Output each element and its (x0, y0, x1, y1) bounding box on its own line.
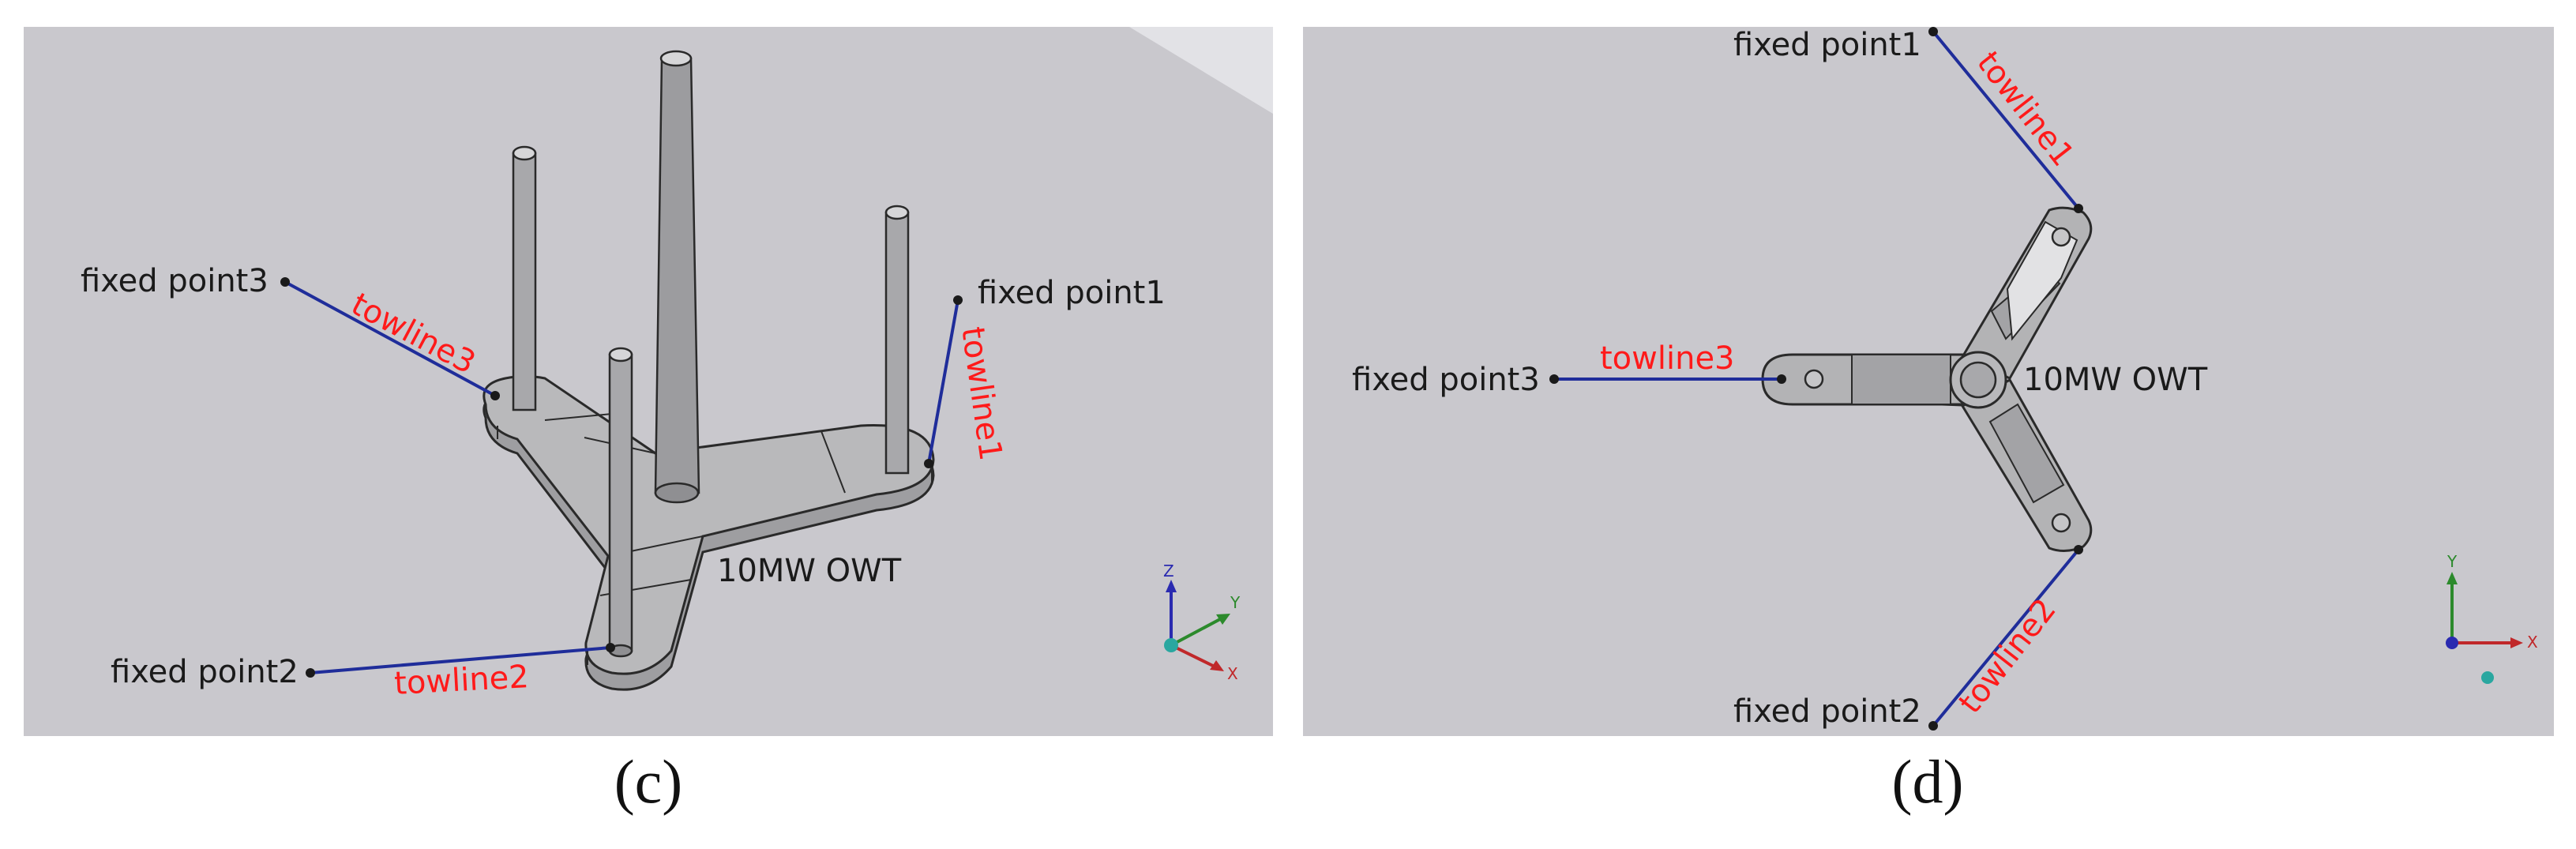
fixed-point-1-label: fixed point1 (1733, 27, 1921, 63)
column-3-top (512, 145, 537, 161)
column-1 (884, 211, 910, 475)
panel-c-viewport: fixed point1 fixed point2 fixed point3 t… (24, 27, 1273, 736)
fairlead-3-marker (1777, 374, 1786, 384)
fixed-point-2-marker (1928, 721, 1938, 731)
fixed-point-3-marker (280, 277, 290, 287)
fixed-point-1-marker (953, 295, 963, 305)
towline-1-line (927, 299, 959, 464)
axis-x-label: X (2527, 633, 2538, 652)
structure-label: 10MW OWT (2023, 362, 2208, 398)
central-tower-top (659, 50, 693, 67)
panel-d: fixed point1 fixed point2 fixed point3 t… (1303, 27, 2554, 736)
viewport-corner-plane (1129, 27, 1273, 114)
panel-c: fixed point1 fixed point2 fixed point3 t… (24, 27, 1273, 736)
towline-2-line (1932, 548, 2080, 727)
towline-2-label: towline2 (393, 659, 530, 702)
columns (512, 50, 910, 658)
fixed-point-1-label: fixed point1 (978, 275, 1166, 311)
axis-y-label: Y (1230, 593, 1241, 612)
axis-y-label: Y (2446, 552, 2458, 571)
fixed-point-2-marker (306, 668, 315, 678)
point-markers (1549, 27, 2083, 731)
towline-1-line (1932, 30, 2080, 210)
fixed-point-2-label: fixed point2 (1733, 693, 1921, 730)
axis-triad: Y X (2446, 552, 2538, 684)
central-tower (654, 57, 700, 494)
fixed-point-3-marker (1549, 374, 1559, 384)
column-2 (608, 353, 633, 652)
axis-triad: Z Y X (1163, 562, 1241, 683)
fairlead-1-marker (2074, 204, 2083, 213)
fixed-point-3-label: fixed point3 (1352, 362, 1540, 398)
towline-3-label: towline3 (1600, 340, 1735, 377)
structure-label: 10MW OWT (717, 553, 902, 589)
fairlead-2-marker (606, 643, 615, 652)
axis-x-label: X (1227, 664, 1238, 683)
towline-2-line (310, 646, 611, 674)
fixed-point-1-marker (1928, 27, 1938, 36)
column-3 (512, 152, 537, 411)
column-2-top (608, 347, 633, 363)
panel-d-viewport: fixed point1 fixed point2 fixed point3 t… (1303, 27, 2554, 736)
caption-c: (c) (614, 747, 683, 816)
fixed-point-2-label: fixed point2 (111, 654, 299, 690)
floating-foundation-top (1761, 206, 2093, 552)
towline-3-line (284, 280, 496, 397)
fairlead-2-marker (2074, 545, 2083, 554)
fairlead-3-marker (490, 391, 500, 400)
point-markers (280, 277, 963, 678)
fairlead-1-marker (924, 459, 933, 468)
column-1-top (884, 205, 910, 220)
fixed-point-3-label: fixed point3 (81, 263, 268, 299)
axis-z-label: Z (1163, 562, 1174, 580)
caption-d: (d) (1891, 747, 1964, 816)
